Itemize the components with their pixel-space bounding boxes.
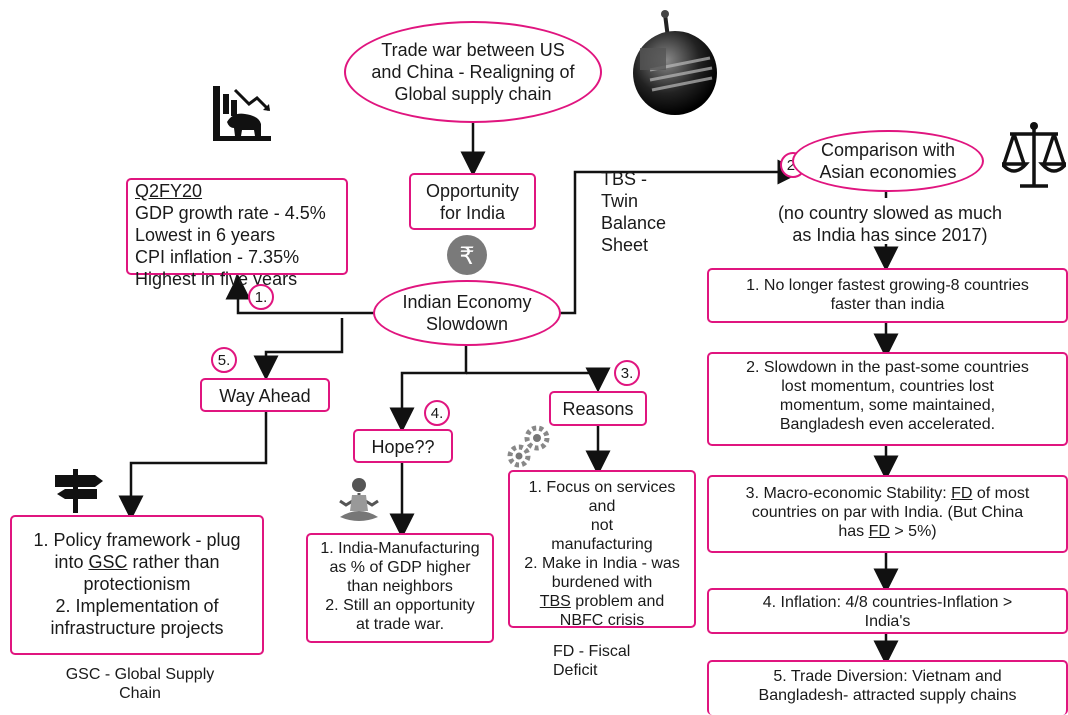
opportunity-line-2: for India <box>439 203 506 223</box>
reasons-line-7: TBS problem and <box>539 593 665 610</box>
comparison-node: Comparison with Asian economies <box>792 130 984 192</box>
hope-line-2: as % of GDP higher <box>329 559 471 576</box>
comparison-note-line-2: as India has since 2017) <box>792 225 988 245</box>
point-1-line-2: faster than india <box>830 296 945 313</box>
q2fy20-box: Q2FY20 GDP growth rate - 4.5% Lowest in … <box>126 178 348 289</box>
hope-line-4: 2. Still an opportunity <box>325 597 475 614</box>
point-1-line-1: 1. No longer fastest growing-8 countries <box>746 277 1029 294</box>
gsc-note-line-1: GSC - Global Supply <box>65 666 215 683</box>
reasons-line-2: and <box>588 498 616 515</box>
gears-icon <box>505 424 553 470</box>
comparison-note: (no country slowed as much as India has … <box>760 202 1020 246</box>
way-ahead-line-1: 1. Policy framework - plug <box>33 530 241 550</box>
q2-line-3: CPI inflation - 7.35% <box>135 247 300 267</box>
reasons-line-1: 1. Focus on services <box>528 479 676 496</box>
way-ahead-label-box: Way Ahead <box>200 378 330 412</box>
comparison-line-2: Asian economies <box>819 162 957 182</box>
badge-3: 3. <box>614 360 640 386</box>
way-ahead-line-3: protectionism <box>83 574 191 594</box>
point-2-line-3: momentum, some maintained, <box>779 397 996 414</box>
bomb-flag-icon <box>620 8 730 118</box>
way-ahead-box: 1. Policy framework - plug into GSC rath… <box>10 515 264 655</box>
reasons-line-5: 2. Make in India - was <box>524 555 680 572</box>
reasons-line-3: not <box>590 517 614 534</box>
comparison-point-1: 1. No longer fastest growing-8 countries… <box>707 268 1068 323</box>
comparison-point-3: 3. Macro-economic Stability: FD of most … <box>707 475 1068 553</box>
fd-note: FD - Fiscal Deficit <box>553 642 630 680</box>
hope-box: 1. India-Manufacturing as % of GDP highe… <box>306 533 494 643</box>
point-2-line-2: lost momentum, countries lost <box>781 378 994 395</box>
point-5-line-2: Bangladesh- attracted supply chains <box>758 687 1017 704</box>
point-4-line-1: 4. Inflation: 4/8 countries-Inflation > <box>762 594 1013 611</box>
q2fy20-title: Q2FY20 <box>135 181 203 201</box>
reasons-line-4: manufacturing <box>551 536 653 553</box>
way-ahead-line-4: 2. Implementation of <box>55 596 219 616</box>
opportunity-line-1: Opportunity <box>425 181 520 201</box>
q2-line-4: Highest in five years <box>135 269 298 289</box>
badge-5: 5. <box>211 347 237 373</box>
slowdown-line-1: Indian Economy <box>402 292 532 312</box>
point-5-line-1: 5. Trade Diversion: Vietnam and <box>773 668 1002 685</box>
rupee-symbol: ₹ <box>459 242 475 270</box>
tbs-line-4: Sheet <box>601 235 649 255</box>
reasons-label-box: Reasons <box>549 391 647 426</box>
point-4-line-2: India's <box>864 613 911 630</box>
tbs-line-3: Balance <box>601 213 667 233</box>
q2-line-1: GDP growth rate - 4.5% <box>135 203 326 223</box>
way-ahead-line-2: into GSC rather than <box>54 552 220 572</box>
trade-war-line-2: and China - Realigning of <box>371 62 575 82</box>
point-3-line-1: 3. Macro-economic Stability: FD of most <box>745 485 1030 502</box>
reasons-label: Reasons <box>562 399 634 419</box>
way-ahead-label: Way Ahead <box>219 386 311 406</box>
comparison-point-5: 5. Trade Diversion: Vietnam and Banglade… <box>707 660 1068 715</box>
hope-label-box: Hope?? <box>353 429 453 463</box>
meditation-icon <box>332 475 386 529</box>
signpost-icon <box>55 465 105 513</box>
comparison-point-4: 4. Inflation: 4/8 countries-Inflation > … <box>707 588 1068 634</box>
gsc-note-line-2: Chain <box>119 685 161 702</box>
comparison-line-1: Comparison with <box>820 140 956 160</box>
comparison-note-line-1: (no country slowed as much <box>777 203 1003 223</box>
reasons-box: 1. Focus on services and not manufacturi… <box>508 470 696 629</box>
hope-line-5: at trade war. <box>355 616 445 633</box>
tbs-line-1: TBS - <box>601 169 648 189</box>
tbs-note: TBS - Twin Balance Sheet <box>601 168 666 256</box>
tbs-line-2: Twin <box>601 191 639 211</box>
point-3-line-2: countries on par with India. (But China <box>751 504 1024 521</box>
trade-war-line-1: Trade war between US <box>381 40 565 60</box>
fd-note-line-2: Deficit <box>553 662 598 679</box>
trade-war-node: Trade war between US and China - Realign… <box>344 21 602 123</box>
indian-economy-slowdown-node: Indian Economy Slowdown <box>373 280 561 346</box>
hope-line-1: 1. India-Manufacturing <box>320 540 480 557</box>
slowdown-line-2: Slowdown <box>425 314 509 334</box>
point-2-line-4: Bangladesh even accelerated. <box>779 416 996 433</box>
fd-note-line-1: FD - Fiscal <box>553 643 631 660</box>
way-ahead-line-5: infrastructure projects <box>50 618 224 638</box>
comparison-point-2: 2. Slowdown in the past-some countries l… <box>707 352 1068 446</box>
opportunity-box: Opportunity for India <box>409 173 536 230</box>
trade-war-line-3: Global supply chain <box>394 84 552 104</box>
hope-label: Hope?? <box>371 437 435 457</box>
reasons-line-8: NBFC crisis <box>559 612 645 629</box>
hope-line-3: than neighbors <box>347 578 453 595</box>
falling-chart-bear-icon <box>209 80 275 146</box>
point-3-line-3: has FD > 5%) <box>838 523 937 540</box>
badge-4: 4. <box>424 400 450 426</box>
reasons-line-6: burdened with <box>551 574 653 591</box>
q2-line-2: Lowest in 6 years <box>135 225 276 245</box>
gsc-note: GSC - Global Supply Chain <box>40 665 240 703</box>
badge-1: 1. <box>248 284 274 310</box>
point-2-line-1: 2. Slowdown in the past-some countries <box>746 359 1029 376</box>
scales-icon <box>998 120 1068 192</box>
rupee-icon: ₹ <box>446 234 488 276</box>
